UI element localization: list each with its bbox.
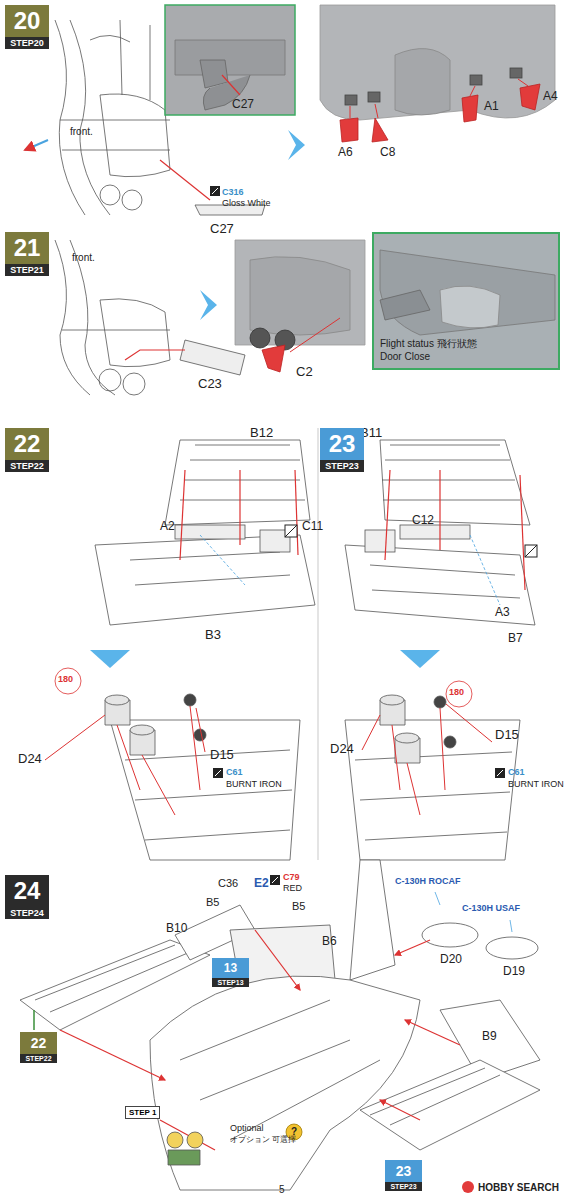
part-label: A4 <box>543 90 558 103</box>
step-badge: 24STEP24 <box>5 875 49 919</box>
step-number: 23 <box>320 428 364 460</box>
step-badge: 21STEP21 <box>5 232 49 276</box>
part-label: C61 <box>508 768 525 778</box>
part-label: C79 <box>283 873 300 883</box>
part-label: front. <box>70 126 93 137</box>
part-label: D20 <box>440 953 462 966</box>
part-label: B5 <box>292 900 305 912</box>
part-label: C61 <box>226 768 243 778</box>
part-label: B7 <box>508 632 523 645</box>
part-label: C316 <box>222 188 244 198</box>
part-label: C8 <box>380 146 395 159</box>
part-label: C2 <box>296 365 313 379</box>
part-label: front. <box>72 252 95 263</box>
part-label: B3 <box>205 628 221 642</box>
step-label: STEP20 <box>5 37 49 49</box>
part-label: 5 <box>279 1184 285 1195</box>
part-label: B9 <box>482 1030 497 1043</box>
step-badge: 23STEP23 <box>385 1160 422 1191</box>
part-label: A2 <box>160 520 175 533</box>
part-label: D19 <box>503 965 525 978</box>
step-reference-text: STEP 1 <box>129 1108 156 1117</box>
step-label: STEP24 <box>5 907 49 919</box>
part-label: オプション 可選擇 <box>230 1136 296 1145</box>
step-label: STEP22 <box>20 1054 57 1063</box>
step-reference: STEP 1 <box>125 1106 160 1119</box>
part-label: A1 <box>484 100 499 113</box>
part-label: D24 <box>330 742 354 756</box>
part-label: D15 <box>495 728 519 742</box>
step-number: 20 <box>5 5 49 37</box>
part-label: D15 <box>210 748 234 762</box>
part-label: HOBBY SEARCH <box>478 1182 559 1193</box>
part-label: B5 <box>206 896 219 908</box>
part-label: B10 <box>166 922 187 935</box>
part-label: BURNT IRON <box>508 780 564 790</box>
inset-caption: Flight status 飛行狀態 <box>380 337 552 351</box>
step-number: 24 <box>5 875 49 907</box>
part-label: RED <box>283 884 302 894</box>
step-badge: 22STEP22 <box>20 1032 57 1063</box>
step-number: 13 <box>212 958 249 978</box>
part-label: C27 <box>210 222 234 236</box>
inset-caption: Door Close <box>380 351 552 362</box>
part-label: B12 <box>250 426 273 440</box>
part-label: C27 <box>232 98 254 111</box>
step-badge: 22STEP22 <box>5 428 49 472</box>
step-label: STEP23 <box>385 1182 422 1191</box>
part-label: Optional <box>230 1124 264 1134</box>
part-label: A3 <box>495 606 510 619</box>
step-label: STEP22 <box>5 460 49 472</box>
part-label: ? <box>291 1126 297 1137</box>
step-badge: 13STEP13 <box>212 958 249 987</box>
part-label: D24 <box>18 752 42 766</box>
step-number: 21 <box>5 232 49 264</box>
part-label: C36 <box>218 877 238 889</box>
part-label: C12 <box>412 514 434 527</box>
step-number: 22 <box>5 428 49 460</box>
part-label: 180 <box>58 675 73 685</box>
step-number: 23 <box>385 1160 422 1182</box>
part-label: C-130H USAF <box>462 904 520 914</box>
inset-photo: Flight status 飛行狀態Door Close <box>372 232 560 370</box>
part-label: 180 <box>449 688 464 698</box>
part-label: A6 <box>338 146 353 159</box>
part-label: C11 <box>302 520 323 533</box>
part-label: E2 <box>254 877 269 890</box>
part-label: BURNT IRON <box>226 780 282 790</box>
step-badge: 23STEP23 <box>320 428 364 472</box>
step-number: 22 <box>20 1032 57 1054</box>
part-label: B6 <box>322 935 337 948</box>
step-label: STEP23 <box>320 460 364 472</box>
step-label: STEP13 <box>212 978 249 987</box>
step-label: STEP21 <box>5 264 49 276</box>
part-label: C-130H ROCAF <box>395 877 461 887</box>
part-label: Gloss White <box>222 199 271 209</box>
step-badge: 20STEP20 <box>5 5 49 49</box>
part-label: C23 <box>198 377 222 391</box>
